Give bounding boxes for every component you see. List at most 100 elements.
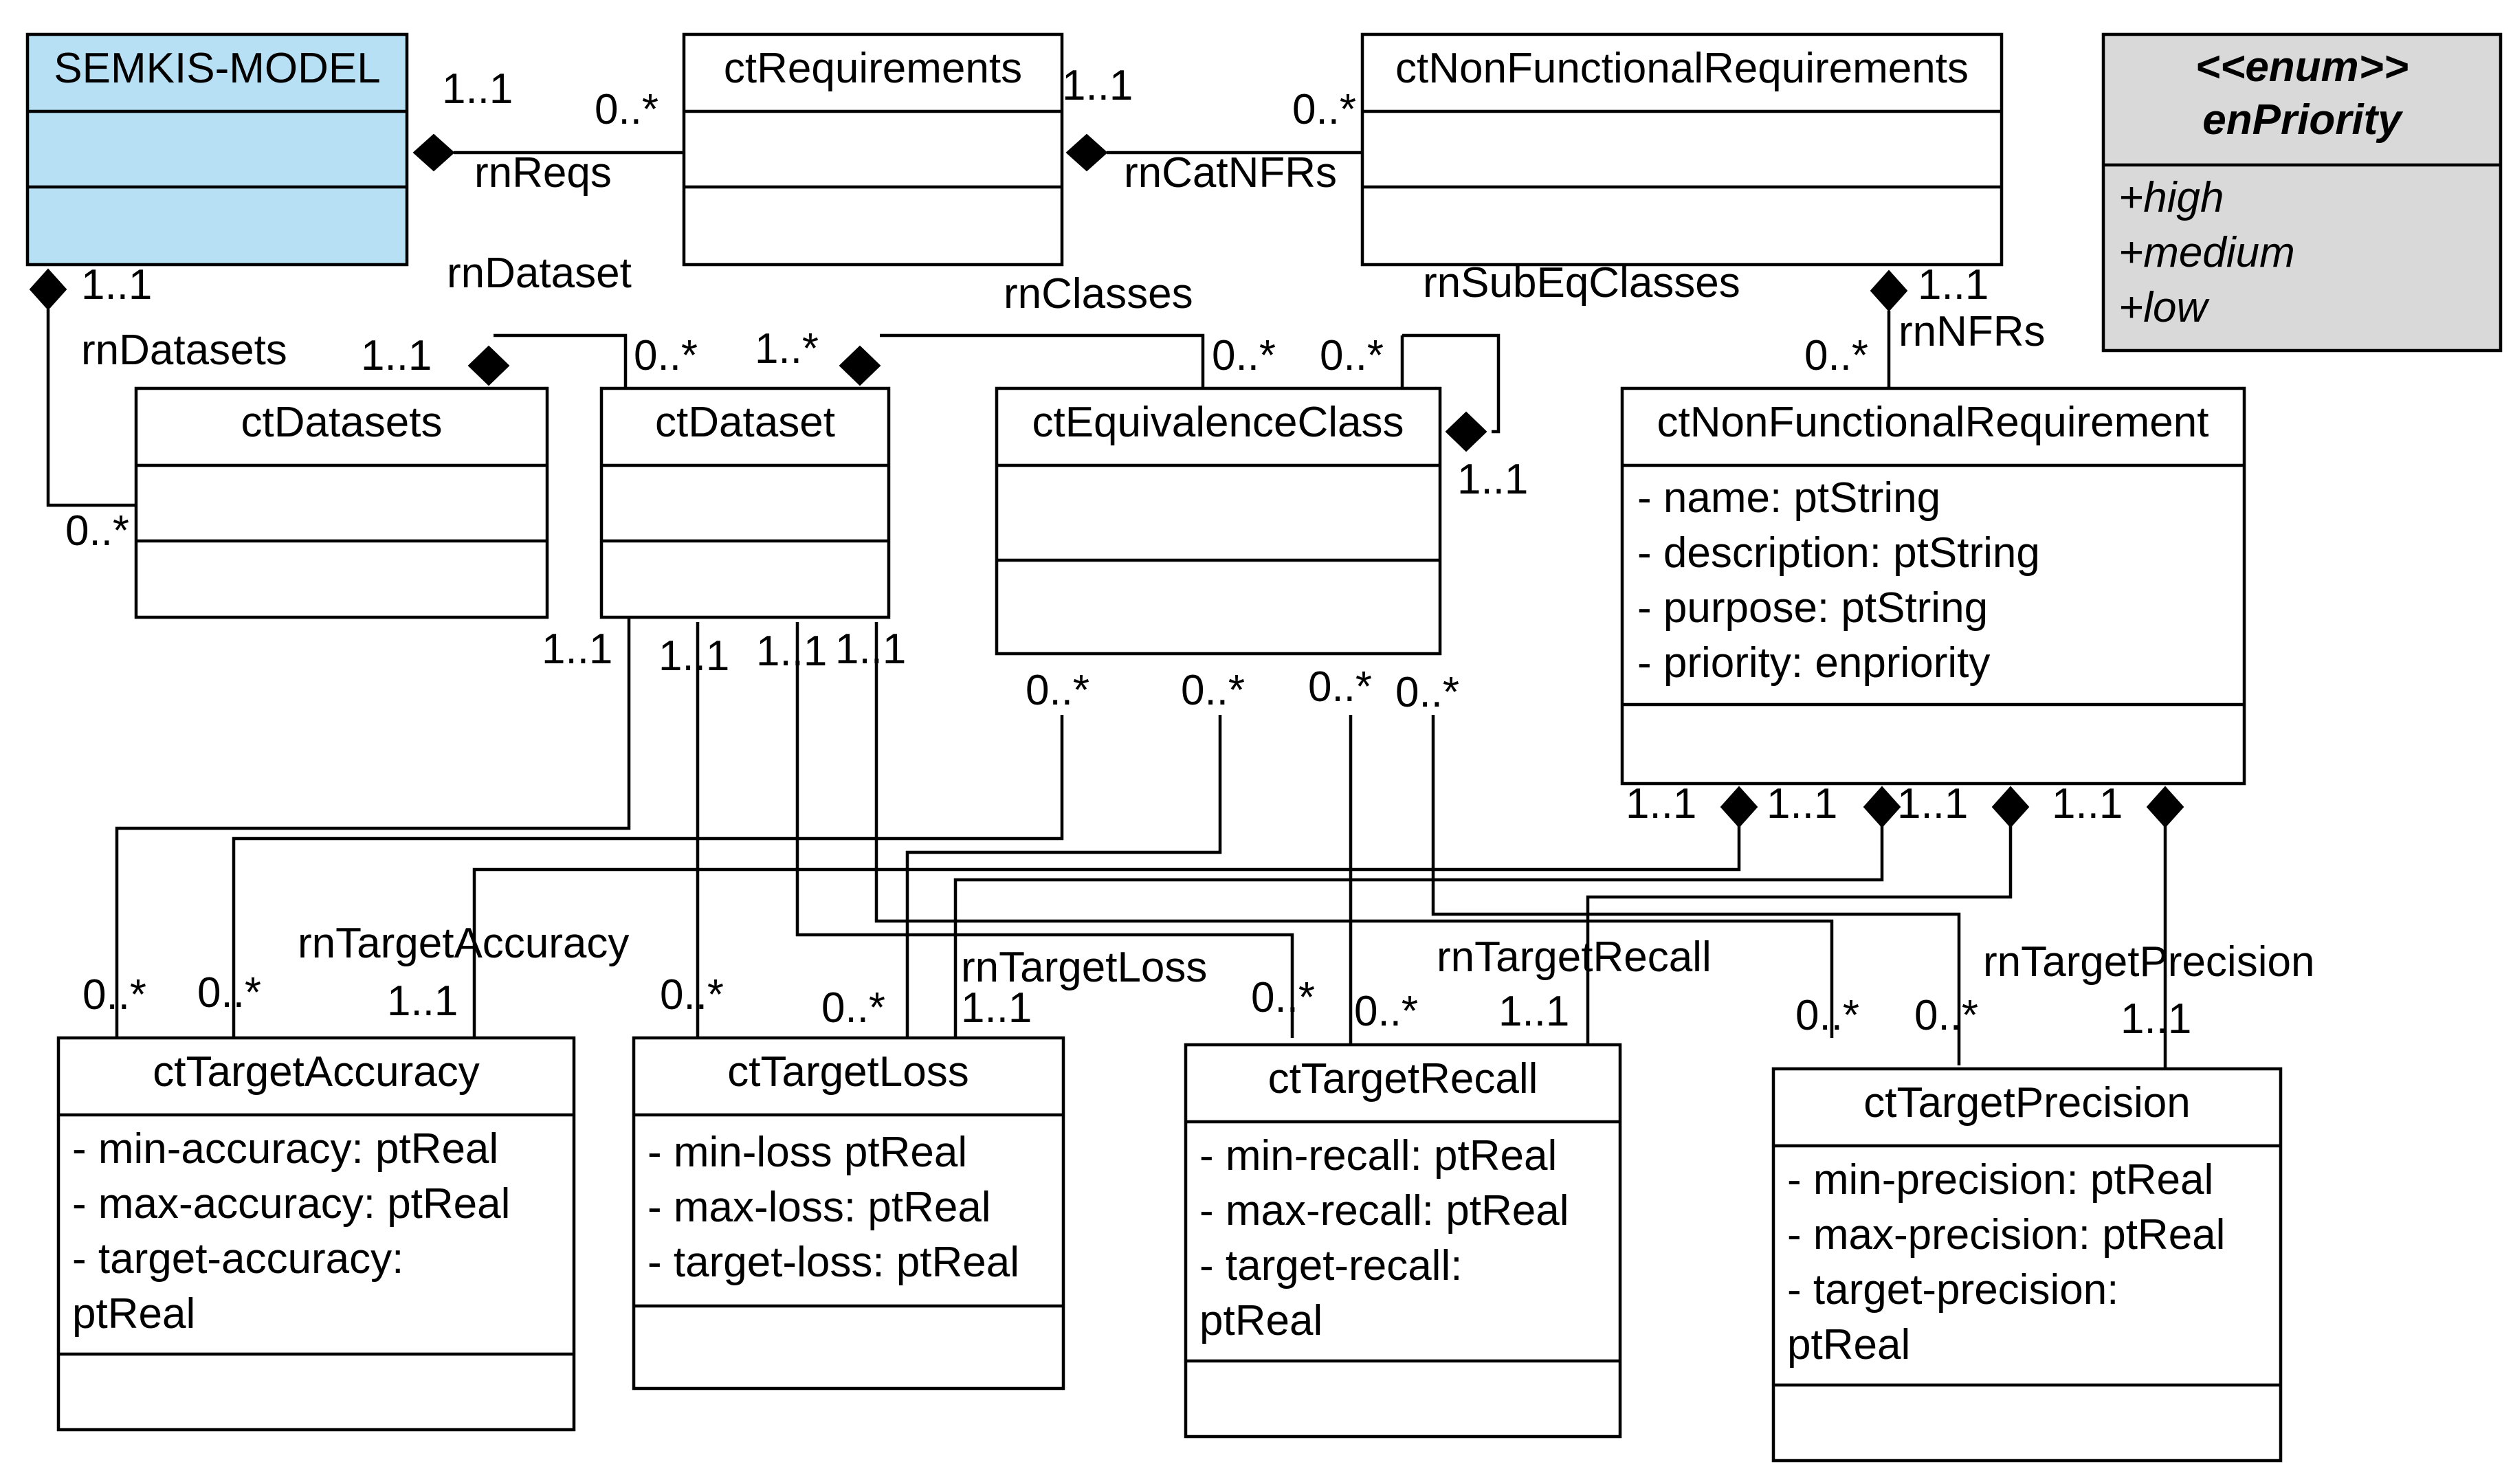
ct-target-accuracy-attr-2: - target-accuracy: <box>72 1235 403 1283</box>
ct-target-precision-attr-3: ptReal <box>1787 1321 1910 1369</box>
mult-nfrs-src: 1..1 <box>1918 261 1989 309</box>
mult-nfr-2: 1..1 <box>1767 780 1837 828</box>
en-priority-literal-medium: +medium <box>2118 229 2295 276</box>
mult-nfrs-dst: 0..* <box>1804 332 1868 379</box>
mult-acc-3: 1..1 <box>387 977 458 1025</box>
class-ct-target-precision[interactable]: ctTargetPrecision - min-precision: ptRea… <box>1771 1067 2283 1463</box>
mult-dataset-src: 1..1 <box>361 332 432 379</box>
connector-nfr-recall <box>1586 825 2013 1045</box>
ct-target-precision-box <box>1771 1067 2283 1463</box>
en-priority-box <box>2101 32 2503 353</box>
ct-target-recall-attr-0: - min-recall: ptReal <box>1199 1132 1557 1180</box>
mult-subeq-b: 1..1 <box>1457 456 1528 503</box>
mult-rec-2: 0..* <box>1354 988 1418 1035</box>
class-ct-dataset[interactable]: ctDataset <box>599 386 891 619</box>
ct-datasets-box <box>134 386 549 619</box>
en-priority-stereotype: <<enum>> <box>2195 43 2409 91</box>
ct-nfr-attr-name: - name: ptString <box>1637 474 1940 522</box>
ct-dataset-title: ctDataset <box>655 399 835 446</box>
mult-dataset-dst: 0..* <box>634 332 698 379</box>
mult-nfr-1: 1..1 <box>1626 780 1696 828</box>
mult-rec-1: 0..* <box>1251 974 1315 1021</box>
ct-target-loss-box <box>632 1036 1065 1391</box>
ct-target-precision-attr-2: - target-precision: <box>1787 1266 2118 1314</box>
mult-prec-1: 0..* <box>1795 992 1859 1039</box>
mult-loss-3: 1..1 <box>961 984 1032 1032</box>
connector-dataset-recall <box>795 622 1294 1038</box>
connector-eq-loss <box>905 715 1222 1038</box>
en-priority-literal-high: +high <box>2118 174 2224 221</box>
ct-target-accuracy-title: ctTargetAccuracy <box>153 1048 480 1096</box>
connector-eq-accuracy <box>232 715 1064 1038</box>
label-rn-sub-eq-classes: rnSubEqClasses <box>1423 259 1740 307</box>
connector-rn-classes <box>880 333 1205 388</box>
label-rn-reqs: rnReqs <box>474 149 612 197</box>
diamond-reqs-catnfrs <box>1065 133 1108 172</box>
ct-datasets-title: ctDatasets <box>241 399 443 446</box>
class-ct-non-functional-requirement[interactable]: ctNonFunctionalRequirement - name: ptStr… <box>1620 386 2246 786</box>
mult-eq-4: 0..* <box>1395 669 1459 716</box>
class-ct-target-accuracy[interactable]: ctTargetAccuracy - min-accuracy: ptReal … <box>56 1036 576 1432</box>
mult-rec-3: 1..1 <box>1498 988 1569 1035</box>
class-ct-non-functional-requirements[interactable]: ctNonFunctionalRequirements <box>1360 32 2004 267</box>
mult-prec-2: 0..* <box>1914 992 1978 1039</box>
ct-nfr-attr-description: - description: ptString <box>1637 529 2040 577</box>
ct-target-loss-title: ctTargetLoss <box>727 1048 969 1096</box>
en-priority-title: enPriority <box>2202 96 2404 144</box>
relation-labels: rnReqs rnCatNFRs rnDataset rnDatasets rn… <box>81 149 2314 991</box>
connector-dataset-accuracy <box>115 615 631 1038</box>
connectors <box>46 151 2167 1069</box>
label-rn-datasets: rnDatasets <box>81 326 287 374</box>
label-rn-target-loss: rnTargetLoss <box>961 944 1207 991</box>
mult-datasets-dst: 0..* <box>65 507 129 555</box>
ct-target-accuracy-attr-3: ptReal <box>72 1290 195 1338</box>
en-priority-literal-low: +low <box>2118 284 2210 331</box>
ct-target-precision-title: ctTargetPrecision <box>1863 1079 2191 1127</box>
ct-nfr-title: ctNonFunctionalRequirement <box>1657 399 2209 446</box>
multiplicity-labels: 1..1 0..* 1..1 0..* 1..1 0..* 1..1 0..* … <box>65 62 2191 1043</box>
ct-nfr-attr-purpose: - purpose: ptString <box>1637 584 1988 632</box>
class-ct-requirements[interactable]: ctRequirements <box>682 32 1064 267</box>
class-ct-datasets[interactable]: ctDatasets <box>134 386 549 619</box>
ct-nfrs-box <box>1360 32 2004 267</box>
mult-acc-1: 0..* <box>82 971 146 1019</box>
ct-nfr-attr-priority: - priority: enpriority <box>1637 639 1990 687</box>
class-ct-target-recall[interactable]: ctTargetRecall - min-recall: ptReal - ma… <box>1184 1043 1622 1439</box>
connector-eq-precision <box>1431 715 1961 1065</box>
label-rn-target-accuracy: rnTargetAccuracy <box>298 920 629 967</box>
ct-target-loss-attr-1: - max-loss: ptReal <box>647 1184 991 1231</box>
mult-catnfrs-src: 1..1 <box>1062 62 1133 109</box>
mult-subeq-a: 0..* <box>1320 332 1384 379</box>
connector-rn-dataset <box>494 333 628 388</box>
class-ct-equivalence-class[interactable]: ctEquivalenceClass <box>995 386 1442 656</box>
mult-eq-2: 0..* <box>1181 667 1245 714</box>
connector-rn-datasets <box>46 309 136 507</box>
ct-target-accuracy-attr-1: - max-accuracy: ptReal <box>72 1180 510 1228</box>
mult-eq-1: 0..* <box>1026 667 1089 714</box>
mult-prec-3: 1..1 <box>2121 995 2191 1043</box>
label-rn-nfrs: rnNFRs <box>1898 308 2046 355</box>
label-rn-dataset: rnDataset <box>447 250 632 297</box>
ct-target-recall-title: ctTargetRecall <box>1268 1055 1538 1103</box>
ct-target-loss-attr-0: - min-loss ptReal <box>647 1129 967 1176</box>
mult-ds-3: 1..1 <box>756 628 827 675</box>
diamond-nfr-accuracy <box>1720 786 1758 828</box>
mult-nfr-3: 1..1 <box>1897 780 1968 828</box>
ct-target-loss-attr-2: - target-loss: ptReal <box>647 1239 1019 1286</box>
semkis-model-title: SEMKIS-MODEL <box>54 45 380 92</box>
ct-nfrs-title: ctNonFunctionalRequirements <box>1395 45 1969 92</box>
class-ct-target-loss[interactable]: ctTargetLoss - min-loss ptReal - max-los… <box>632 1036 1065 1391</box>
ct-dataset-box <box>599 386 891 619</box>
ct-target-recall-attr-2: - target-recall: <box>1199 1242 1462 1289</box>
mult-classes-dst: 0..* <box>1212 332 1276 379</box>
mult-ds-1: 1..1 <box>542 625 612 673</box>
ct-equivalence-class-box <box>995 386 1442 656</box>
mult-loss-2: 0..* <box>821 984 885 1032</box>
enum-en-priority[interactable]: <<enum>> enPriority +high +medium +low <box>2101 32 2503 353</box>
mult-ds-4: 1..1 <box>835 625 906 673</box>
label-rn-target-recall: rnTargetRecall <box>1437 933 1712 981</box>
diamond-subeq <box>1445 411 1487 452</box>
connector-rn-sub-eq-classes <box>1402 333 1501 434</box>
ct-target-precision-attr-1: - max-precision: ptReal <box>1787 1211 2225 1259</box>
class-semkis-model[interactable]: SEMKIS-MODEL <box>25 32 409 267</box>
